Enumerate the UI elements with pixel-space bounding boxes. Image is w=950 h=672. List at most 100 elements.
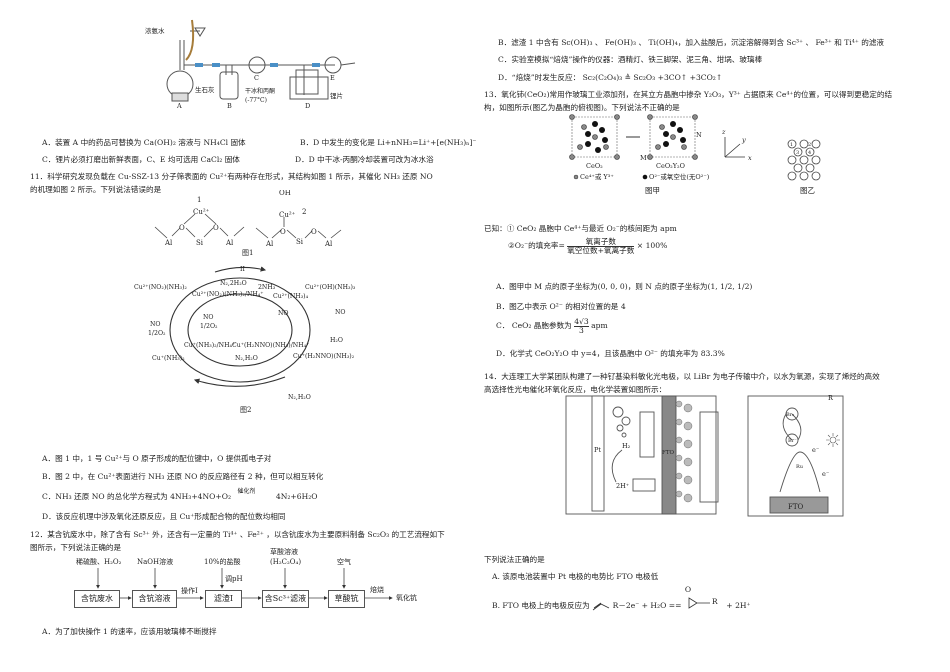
option-b-products: + 2H⁺ (726, 601, 751, 610)
option-b-text: B. FTO 电极上的电极反应为 (492, 601, 590, 610)
figure-2-mechanism-cycle: II Cu²⁺(NO₂)(NH₃)₂ Cu²⁺(NO₂)(NH₃)₂/NH₄⁺ … (134, 266, 356, 414)
q10-option-d[interactable]: D．D 中干冰-丙酮冷却装置可改为冰水浴 (295, 155, 434, 164)
reagent-label: N₂,2H₂O (220, 280, 247, 287)
species-cu1-nh3-2: Cu⁺(NH₃)₂ (152, 355, 185, 362)
cell-label-doped: CeO₂Y₂O (656, 162, 685, 170)
q12-option-c[interactable]: C．实验室模拟“焙烧”操作的仪器：酒精灯、铁三脚架、泥三角、坩埚、玻璃棒 (498, 55, 763, 64)
site-2-number: 2 (302, 208, 306, 216)
q11-stem-line1: 11．科学研究发现负载在 Cu-SSZ-13 分子筛表面的 Cu²⁺有两种存在形… (30, 172, 433, 181)
position-1: 1 (790, 142, 793, 148)
q13-option-b[interactable]: B．图乙中表示 O²⁻ 的相对位置的是 4 (496, 302, 626, 311)
fill-rate-fraction: 氧离子数氧空位数+氧离子数 (567, 238, 635, 255)
q10-option-b[interactable]: B．D 中发生的变化是 Li+nNH₃=Li⁺+[e(NH₃)ₙ]⁻ (300, 138, 477, 147)
q13-stem-line2: 构，如图所示(图乙为晶胞的俯视图)。下列说法不正确的是 (484, 103, 680, 112)
q12-stem-line1: 12．某含钪废水中，除了含有 Sc³⁺ 外，还含有一定量的 Ti⁴⁺ 、Fe²⁺… (30, 530, 445, 539)
ammonia-lithium-apparatus-figure: 浓氨水 生石灰 A B C D E 干冰和丙酮 (-77°C) 锂片 (145, 19, 356, 110)
reagent-label: H₂O (330, 337, 343, 344)
q12-stem-line2: 图所示，下列说法正确的是 (30, 543, 122, 552)
q12-option-a[interactable]: A．为了加快操作 1 的速率，应该用玻璃棒不断搅拌 (42, 627, 217, 636)
axis-z: z (721, 128, 726, 136)
fraction-numerator: 氧离子数 (567, 238, 635, 247)
reagent-acid: 稀硫酸、H₂O₂ (76, 558, 122, 566)
q13-known-2: ②O₂⁻的填充率= 氧离子数氧空位数+氧离子数 × 100% (508, 238, 667, 254)
point-n: N (696, 131, 702, 139)
br2-label: Br₂ (786, 412, 794, 418)
aluminum-atom: Al (324, 240, 333, 248)
option-c-rhs: 4N₂+6H₂O (275, 492, 318, 501)
q12-option-d[interactable]: D．“焙烧”时发生反应： Sc₂(C₂O₄)₃ ≜ Sc₂O₃ +3CO↑ +3… (498, 73, 723, 82)
epoxide-ring-icon (688, 597, 710, 609)
species-cu1-nh3-nh4: Cu⁺(NH₃)₂/NH₄⁺ (184, 342, 235, 349)
cu-2: Cu²⁺ (279, 211, 296, 219)
species-cu2-nh3-4: Cu²⁺(NH₃)₄ (273, 293, 309, 300)
label-quicklime: 生石灰 (195, 85, 215, 94)
oxygen-atom: O (213, 224, 219, 232)
species-cu1-h2nno-nh4: Cu⁺(H₂NNO)(NH₃)/NH₄⁺ (232, 342, 309, 349)
fto-electrode-label: FTO (662, 450, 674, 456)
flow-box-solution: 含钪溶液 (132, 590, 177, 608)
fraction-denominator: 氧空位数+氧离子数 (567, 245, 635, 255)
species-cu2-no2-nh3-nh4: Cu²⁺(NO₂)(NH₃)₂/NH₄⁺ (192, 291, 264, 298)
epoxide-oxygen: O (684, 585, 692, 594)
reagent-oxalic-formula: (H₂C₂O₄) (270, 558, 302, 566)
cell-label-ceo2: CeO₂ (586, 162, 603, 170)
label-e: E (330, 74, 335, 82)
q10-option-c[interactable]: C．锂片必须打磨出新鲜表面，C、E 均可选用 CaCl₂ 固体 (42, 155, 240, 164)
ceo2-crystal-figures: CeO₂ CeO₂Y₂O M N Ce⁴⁺或 Y³⁺ O²⁻或氧空位(无O²⁻)… (569, 114, 821, 195)
q14-stem-line2: 高选择性光电催化环氧化反应，电化学装置如图所示： (484, 385, 667, 394)
epoxide-r-group: R (711, 597, 718, 606)
q14-option-a[interactable]: A. 该原电池装置中 Pt 电极的电势比 FTO 电极低 (492, 572, 659, 581)
proton-label: 2H⁺ (616, 482, 629, 490)
reagent-label: 1/2O₂ (148, 330, 166, 337)
q11-option-c[interactable]: C．NH₃ 还原 NO 的总化学方程式为 4NH₃+4NO+O₂ 催化剂 4N₂… (42, 489, 318, 501)
reagent-air: 空气 (337, 558, 351, 566)
q11-option-a[interactable]: A．图 1 中，1 号 Cu²⁺与 O 原子形成的配位键中，O 提供孤电子对 (42, 454, 272, 463)
position-3: 3 (796, 150, 799, 156)
ru-center-label: Ru (796, 464, 804, 470)
figure-2-caption: 图2 (240, 406, 251, 414)
reagent-label: NO (150, 321, 161, 328)
fill-rate-multiplier: × 100% (636, 241, 668, 251)
figure-a-caption: 图甲 (645, 186, 660, 195)
electron-label: e⁻ (812, 446, 819, 454)
site-1-number: 1 (197, 196, 201, 204)
q13-option-d[interactable]: D．化学式 CeO₂Y₂O 中 y=4，且该晶胞中 O²⁻ 的填充率为 83.3… (496, 349, 725, 358)
aluminum-atom: Al (265, 240, 274, 248)
q11-option-b[interactable]: B．图 2 中，在 Cu²⁺表面进行 NH₃ 还原 NO 的反应路径有 2 种，… (42, 472, 324, 481)
catalyst-label: 催化剂 (237, 488, 256, 495)
position-4: 4 (808, 150, 811, 156)
species-cu2-oh-nh3: Cu²⁺(OH)(NH₃)₃ (305, 284, 356, 291)
oxygen-atom: O (311, 228, 317, 236)
reagent-label: 1/2O₂ (200, 323, 218, 330)
q14-option-b[interactable]: B. FTO 电极上的电极反应为 R－2e⁻ + H₂O == O R + 2H… (492, 586, 751, 611)
reagent-naoh: NaOH溶液 (137, 558, 174, 566)
q10-option-a[interactable]: A．装置 A 中的药品可替换为 Ca(OH)₂ 溶液与 NH₄Cl 固体 (42, 138, 246, 147)
axis-x: x (748, 154, 752, 162)
pt-electrode-label: Pt (594, 446, 601, 454)
epoxide-structure: O R (684, 586, 724, 609)
legend-anion-icon (642, 174, 648, 180)
reagent-label: N₂,H₂O (235, 355, 258, 362)
aluminum-atom: Al (225, 239, 234, 247)
roast-label: 焙烧 (370, 586, 384, 594)
product-label: 氧化钪 (396, 594, 417, 602)
operation-1-label: 操作I (181, 587, 198, 595)
q12-option-b[interactable]: B．滤渣 1 中含有 Sc(OH)₃ 、 Fe(OH)₃ 、 Ti(OH)₄，加… (498, 38, 885, 47)
option-c-text: C． CeO₂ 晶胞参数为 (496, 321, 572, 331)
axis-y: y (741, 136, 746, 144)
option-c-lhs: C．NH₃ 还原 NO 的总化学方程式为 4NH₃+4NO+O₂ (42, 492, 232, 501)
reagent-label: N₂,H₂O (288, 394, 311, 401)
silicon-atom: Si (196, 239, 204, 247)
q13-option-a[interactable]: A．图甲中 M 点的原子坐标为(0, 0, 0)，则 N 点的原子坐标为(1, … (496, 282, 753, 291)
adjust-ph-label: 调pH (225, 575, 243, 583)
q11-option-d[interactable]: D．该反应机理中涉及氧化还原反应，且 Cu⁺形成配合物的配位数均相同 (42, 512, 286, 521)
sun-icon (826, 433, 840, 447)
h2-label: H₂ (622, 442, 631, 450)
label-lithium: 锂片 (330, 91, 343, 100)
reagent-label: NO (278, 310, 289, 317)
figure-1-caption: 图1 (242, 249, 253, 257)
reagent-hcl: 10%的盐酸 (204, 558, 241, 566)
legend-cation: Ce⁴⁺或 Y³⁺ (580, 172, 614, 181)
